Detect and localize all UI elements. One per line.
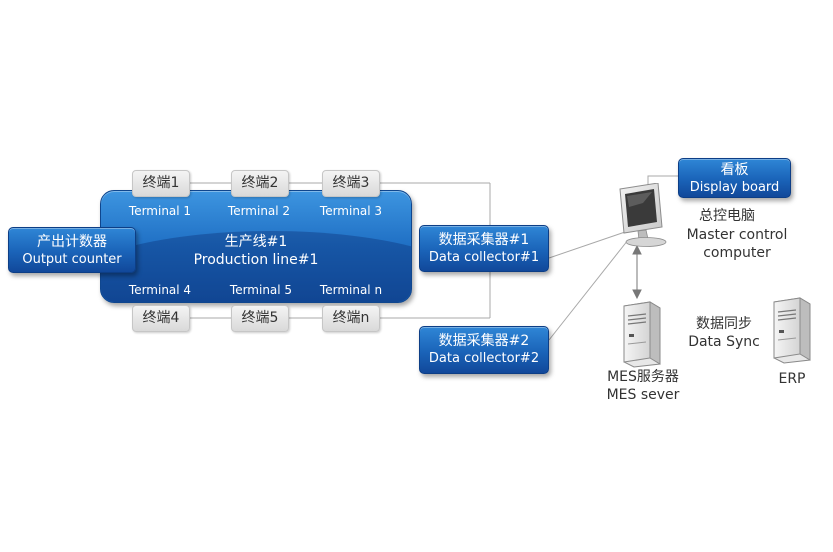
wire-collector2-to-computer <box>548 239 629 341</box>
terminal-5-label: Terminal 5 <box>229 283 293 297</box>
terminal-2-label: Terminal 2 <box>227 204 291 218</box>
terminal-3-tab: 终端3 <box>322 170 380 197</box>
production-line-title-en: Production line#1 <box>193 252 319 268</box>
output-counter-box: 产出计数器 Output counter <box>8 227 136 273</box>
sync-arrow <box>632 244 642 300</box>
data-collector-2-cn: 数据采集器#2 <box>438 333 530 349</box>
terminal-4-tab: 终端4 <box>132 305 190 332</box>
production-line-title-cn: 生产线#1 <box>224 234 288 250</box>
tower-server-icon <box>623 301 661 368</box>
erp-label: ERP <box>778 371 806 387</box>
master-computer-en-line2: computer <box>703 245 771 261</box>
terminal-1-tab: 终端1 <box>132 170 190 197</box>
desktop-computer-icon <box>619 183 667 247</box>
mes-server-en: MES sever <box>606 387 680 403</box>
display-board-cn: 看板 <box>720 162 749 178</box>
terminal-n-tab: 终端n <box>322 305 380 332</box>
terminal-4-label: Terminal 4 <box>128 283 192 297</box>
master-computer-en-line1: Master control <box>686 227 788 243</box>
production-line-box: 生产线#1 Production line#1 Terminal 1 Termi… <box>100 190 412 303</box>
terminal-2-tab: 终端2 <box>231 170 289 197</box>
master-computer-cn: 总控电脑 <box>699 208 755 224</box>
production-line-title: 生产线#1 Production line#1 <box>101 233 411 269</box>
data-sync-en: Data Sync <box>688 334 760 350</box>
mes-server-cn: MES服务器 <box>607 369 679 385</box>
terminal-3-label: Terminal 3 <box>319 204 383 218</box>
terminal-n-label: Terminal n <box>319 283 383 297</box>
display-board-en: Display board <box>689 180 780 195</box>
data-collector-2-en: Data collector#2 <box>428 351 540 366</box>
terminal-1-label: Terminal 1 <box>128 204 192 218</box>
wire-collector1-to-computer <box>548 231 626 259</box>
display-board-box: 看板 Display board <box>678 158 791 198</box>
data-collector-1-en: Data collector#1 <box>428 250 540 265</box>
terminal-5-tab: 终端5 <box>231 305 289 332</box>
data-collector-2-box: 数据采集器#2 Data collector#2 <box>419 326 549 374</box>
data-collector-1-box: 数据采集器#1 Data collector#1 <box>419 225 549 272</box>
output-counter-cn: 产出计数器 <box>37 234 107 250</box>
output-counter-en: Output counter <box>22 252 122 267</box>
data-sync-cn: 数据同步 <box>696 316 752 332</box>
tower-server-icon <box>773 297 811 364</box>
data-collector-1-cn: 数据采集器#1 <box>438 232 530 248</box>
